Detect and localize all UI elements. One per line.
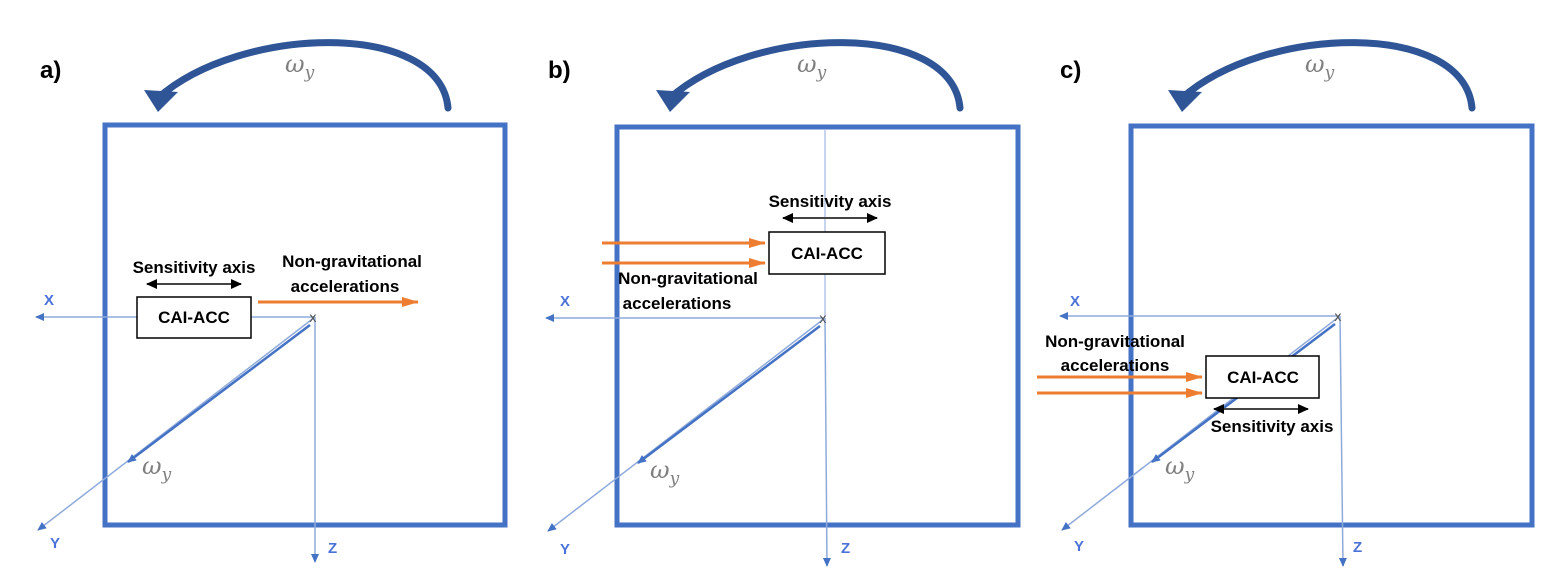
omega-y-arrow bbox=[637, 325, 821, 464]
rotation-omega-label: ωy bbox=[1305, 50, 1335, 83]
cai-acc-label: CAI-ACC bbox=[791, 244, 863, 263]
cai-acc-box bbox=[1205, 355, 1320, 399]
y-axis bbox=[547, 317, 826, 532]
axis-x-label: X bbox=[1070, 293, 1080, 310]
z-axis bbox=[1338, 315, 1347, 567]
axis-x-label: X bbox=[560, 293, 570, 310]
y-axis bbox=[1061, 315, 1341, 531]
omega-y-axis-label: ωy bbox=[142, 452, 172, 485]
cai-acc-label: CAI-ACC bbox=[1227, 368, 1299, 387]
rotation-arrow-icon bbox=[666, 39, 964, 112]
rotation-omega-label: ωy bbox=[797, 50, 827, 83]
axis-x-label: X bbox=[44, 292, 54, 309]
spacecraft-frame bbox=[614, 124, 1021, 528]
nongrav-label-line2: accelerations bbox=[291, 277, 400, 296]
axis-y-label: Y bbox=[1074, 538, 1084, 555]
origin-mark: x bbox=[1334, 310, 1342, 325]
axis-y-label: Y bbox=[560, 541, 570, 558]
cai-acc-label: CAI-ACC bbox=[158, 308, 230, 327]
nongrav-label-line1: Non-gravitational bbox=[282, 252, 422, 271]
rotation-arrow-icon bbox=[1178, 39, 1476, 112]
rotation-omega-label: ωy bbox=[285, 50, 315, 83]
nongrav-label-line1: Non-gravitational bbox=[618, 269, 758, 288]
panel-b: b) ωy x X Y Z ωy CAI-ACC Sensitivity axi… bbox=[545, 39, 1021, 567]
axis-z-label: Z bbox=[328, 540, 337, 557]
axis-z-label: Z bbox=[1353, 539, 1362, 556]
nongrav-label-line1: Non-gravitational bbox=[1045, 332, 1185, 351]
axis-y-label: Y bbox=[50, 535, 60, 552]
nongrav-label-line2: accelerations bbox=[623, 294, 732, 313]
omega-y-arrow bbox=[127, 324, 311, 463]
panel-letter: a) bbox=[40, 57, 61, 84]
sensitivity-axis-label: Sensitivity axis bbox=[133, 258, 256, 277]
panel-c: c) ωy x X Y Z ωy CAI-ACC Sensitivity axi… bbox=[1037, 39, 1535, 567]
sensitivity-axis-label: Sensitivity axis bbox=[1211, 417, 1334, 436]
panel-a: a) ωy x X Y Z ωy CAI-ACC Sensitivity axi… bbox=[35, 39, 508, 563]
rotation-arrow-icon bbox=[154, 39, 452, 112]
omega-y-axis-label: ωy bbox=[650, 456, 680, 489]
origin-mark: x bbox=[819, 312, 827, 327]
z-axis bbox=[822, 317, 831, 567]
omega-y-axis-label: ωy bbox=[1165, 452, 1195, 485]
panel-letter: c) bbox=[1060, 57, 1081, 84]
panel-letter: b) bbox=[548, 57, 571, 84]
rotation-arrowhead-icon bbox=[656, 90, 690, 112]
nongrav-label-line2: accelerations bbox=[1061, 356, 1170, 375]
rotation-arrowhead-icon bbox=[144, 90, 178, 112]
sensitivity-axis-label: Sensitivity axis bbox=[769, 192, 892, 211]
spacecraft-frame bbox=[102, 122, 508, 528]
rotation-arrowhead-icon bbox=[1168, 90, 1202, 112]
origin-mark: x bbox=[309, 311, 317, 326]
axis-z-label: Z bbox=[841, 540, 850, 557]
cai-acc-box bbox=[768, 231, 886, 275]
cai-acc-box bbox=[136, 296, 252, 339]
spacecraft-frame bbox=[1128, 123, 1535, 528]
y-axis bbox=[37, 316, 316, 531]
